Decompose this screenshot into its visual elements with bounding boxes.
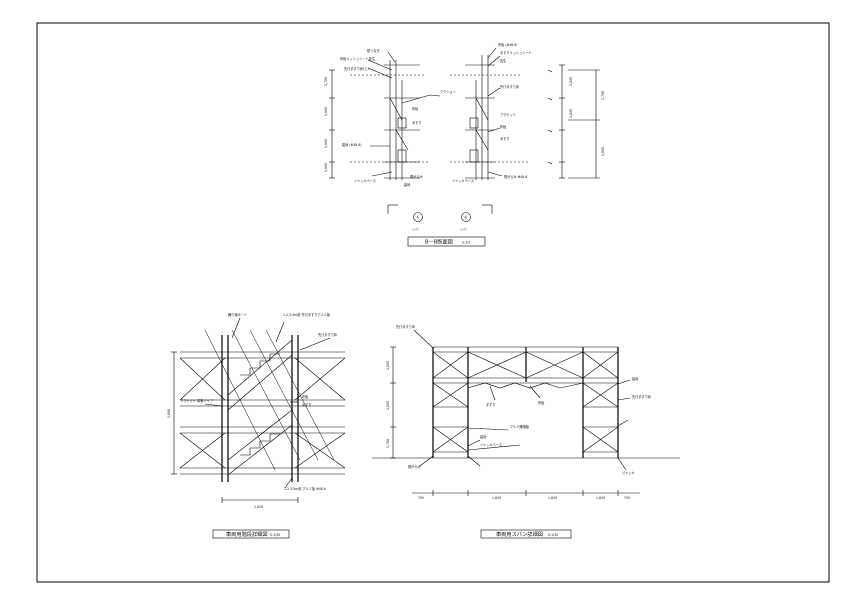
left-scaffold-column <box>329 51 441 180</box>
section-title-box <box>407 236 486 247</box>
section-markers <box>387 204 493 222</box>
right-label-3: 先行手すり枠 <box>500 84 520 89</box>
span-dim-b1: 1,829 <box>492 496 501 500</box>
cross-label-5: ブラケット 単管パイプ <box>180 398 214 403</box>
cross-label-3: 布板 <box>302 394 309 399</box>
crossing-view <box>171 317 346 539</box>
cross-label-2: 先行手すり枠 <box>318 332 338 337</box>
right-label-6: 手すり <box>500 136 510 141</box>
span-label-6: 建地 <box>632 376 639 381</box>
span-label-9: ジャッキ <box>622 471 635 475</box>
crossing-view-text: 踊り場ボード 1.2.3.5m用 先行手すりアルミ板 先行手すり枠 布板 手すり… <box>167 312 338 538</box>
section-view <box>329 47 600 247</box>
cross-dim-width: 1,829 <box>254 505 263 509</box>
dim-left-2: 1,800 <box>324 139 328 148</box>
span-label-5: アルミ踊場板 <box>510 424 530 429</box>
left-label-4: 布板 <box>412 106 419 111</box>
span-dim-b4: 750 <box>624 496 630 500</box>
cross-label-6: 1.2.3.5m用 アルミ板 Φ48.6 <box>284 486 326 491</box>
span-dim-h0: 1,800 <box>386 361 390 370</box>
right-label-8: 根がらみ Φ48.6 <box>504 174 527 179</box>
dim-right-3: 1,800 <box>601 147 605 156</box>
span-dim-b2: 1,829 <box>548 496 557 500</box>
dim-left-1: 1,800 <box>324 107 328 116</box>
left-label-9: 建地 (Φ48.6) <box>342 142 361 147</box>
left-label-1: 布板メッシュシート養生 <box>340 56 376 61</box>
span-dim-h2: 1,700 <box>386 439 390 448</box>
span-label-7: 根がらみ <box>408 464 422 469</box>
right-label-7: ジャッキベース <box>452 178 474 183</box>
right-scaffold-column <box>450 47 600 180</box>
marker-a: A <box>417 216 420 220</box>
section-view-text: 壁つなぎ 布板メッシュシート養生 先行手すり枠(上) アクション 布板 手すり … <box>324 42 605 246</box>
left-label-2: 先行手すり枠(上) <box>344 66 369 71</box>
span-view <box>372 329 680 539</box>
crossing-title: 車両用階段詳細図 <box>226 530 268 538</box>
left-label-3: アクション <box>440 89 456 94</box>
span-dim-h1: 1,800 <box>386 401 390 410</box>
dim-right-2: 1,700 <box>601 91 605 100</box>
span-scale: S:1/30 <box>548 533 558 537</box>
right-label-2: 養生 <box>500 58 507 63</box>
span-label-4: ジャッキベース <box>480 442 502 447</box>
span-label-1: 手すり <box>486 402 496 407</box>
left-label-6: ジャッキベース <box>354 178 376 183</box>
right-label-0: 布板 (Φ48.6) <box>498 42 517 47</box>
span-label-8: 先行手すり枠 <box>632 394 652 399</box>
dim-right-0: 1,800 <box>569 77 573 86</box>
marker-b-caption: □-□ <box>460 227 467 231</box>
span-title: 車両用スパン詳細図 <box>496 530 543 538</box>
section-title: B－B断面図 <box>425 238 453 246</box>
cross-label-4: 手すり <box>302 402 312 407</box>
left-label-0: 壁つなぎ <box>367 48 381 53</box>
section-scale: S:1/1 <box>462 241 470 245</box>
left-label-7: 根がらみ <box>410 174 424 179</box>
span-view-text: 先行手すり枠 手すり 布板 建地 ジャッキベース アルミ踊場板 建地 根がらみ … <box>386 324 652 538</box>
dim-left-3: 1,800 <box>324 163 328 172</box>
dim-left-0: 1,700 <box>324 77 328 86</box>
right-label-1: 手すりメッシュシート <box>500 50 532 55</box>
span-label-2: 布板 <box>538 400 545 405</box>
dim-right-1: 1,800 <box>569 109 573 118</box>
crossing-scale: S:1/30 <box>270 533 280 537</box>
right-label-5: 布板 <box>500 124 507 129</box>
marker-b: B <box>465 216 467 220</box>
span-label-3: 建地 <box>480 434 487 439</box>
cross-label-1: 1.2.3.5m用 先行手すりアルミ板 <box>283 312 331 317</box>
marker-a-caption: □-□ <box>412 227 419 231</box>
cross-dim-height: 1,800 <box>167 409 171 418</box>
left-label-5: 手すり <box>412 120 422 125</box>
span-dim-b3: 1,829 <box>596 496 605 500</box>
cross-label-0: 踊り場ボード <box>228 312 247 317</box>
sheet-border <box>36 22 830 583</box>
left-label-8: 建地 <box>404 182 411 187</box>
right-label-4: ブラケット <box>500 112 516 117</box>
span-dim-b0: 750 <box>418 496 424 500</box>
span-label-0: 先行手すり枠 <box>396 324 416 329</box>
